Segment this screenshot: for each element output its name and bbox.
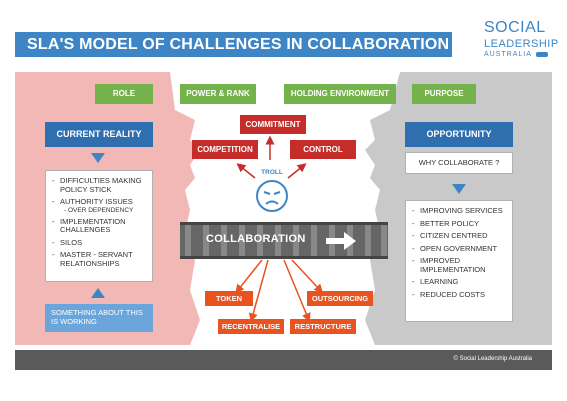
up-arrow-icon — [91, 288, 105, 298]
logo-line3: AUSTRALIA — [484, 51, 532, 58]
opportunity-list: IMPROVING SERVICES BETTER POLICY CITIZEN… — [405, 200, 513, 322]
arrow-to-token — [235, 259, 263, 294]
recentralise-box: RECENTRALISE — [218, 319, 284, 334]
logo-line2: LEADERSHIP — [484, 38, 559, 50]
why-collaborate-box: WHY COLLABORATE ? — [405, 152, 513, 174]
list-item: CITIZEN CENTRED — [412, 231, 506, 241]
outsourcing-box: OUTSOURCING — [307, 291, 373, 306]
competition-box: COMPETITION — [192, 140, 258, 159]
commitment-box: COMMITMENT — [240, 115, 306, 134]
track-texture — [185, 225, 387, 256]
collaboration-bar: COLLABORATION — [180, 222, 388, 259]
footer-bar: © Social Leadership Australia — [15, 350, 552, 370]
down-arrow-icon — [91, 153, 105, 163]
list-item: IMPROVED IMPLEMENTATION — [412, 256, 506, 274]
token-box: TOKEN — [205, 291, 253, 306]
list-item: IMPROVING SERVICES — [412, 206, 506, 216]
troll-icon — [256, 180, 288, 212]
page-title: SLA'S MODEL OF CHALLENGES IN COLLABORATI… — [15, 32, 452, 57]
right-arrow-icon — [326, 232, 356, 250]
list-item: OPEN GOVERNMENT — [412, 244, 506, 254]
list-sub-item: - OVER DEPENDENCY — [64, 206, 134, 214]
footer-copyright: © Social Leadership Australia — [453, 356, 532, 362]
logo-badge-icon — [535, 52, 548, 57]
list-item: MASTER - SERVANT RELATIONSHIPS — [52, 250, 146, 268]
label-power-rank: POWER & RANK — [180, 84, 256, 104]
list-item: LEARNING — [412, 277, 506, 287]
arrow-to-restructure — [283, 259, 311, 323]
troll-label: TROLL — [261, 169, 283, 176]
list-item: IMPLEMENTATION CHALLENGES — [52, 217, 146, 235]
opportunity-heading: OPPORTUNITY — [405, 122, 513, 147]
something-working-box: SOMETHING ABOUT THIS IS WORKING — [45, 304, 153, 332]
collaboration-label: COLLABORATION — [206, 233, 306, 245]
control-box: CONTROL — [290, 140, 356, 159]
arrow-to-outsourcing — [291, 259, 324, 294]
list-item: REDUCED COSTS — [412, 290, 506, 300]
label-purpose: PURPOSE — [412, 84, 476, 104]
list-item: SILOS — [52, 238, 146, 248]
list-item: DIFFICULTIES MAKING POLICY STICK — [52, 176, 146, 194]
arrow-to-recentralise — [248, 259, 269, 323]
current-reality-heading: CURRENT REALITY — [45, 122, 153, 147]
logo: SOCIAL LEADERSHIP AUSTRALIA — [484, 19, 559, 59]
down-arrow-icon — [452, 184, 466, 194]
list-item: AUTHORITY ISSUES — [52, 197, 146, 207]
logo-line1: SOCIAL — [484, 19, 546, 36]
arrow-to-competition — [236, 163, 256, 179]
arrow-to-control — [287, 163, 307, 179]
current-reality-list: DIFFICULTIES MAKING POLICY STICK AUTHORI… — [45, 170, 153, 282]
list-item: BETTER POLICY — [412, 219, 506, 229]
label-holding-environment: HOLDING ENVIRONMENT — [284, 84, 396, 104]
restructure-box: RESTRUCTURE — [290, 319, 356, 334]
label-role: ROLE — [95, 84, 153, 104]
